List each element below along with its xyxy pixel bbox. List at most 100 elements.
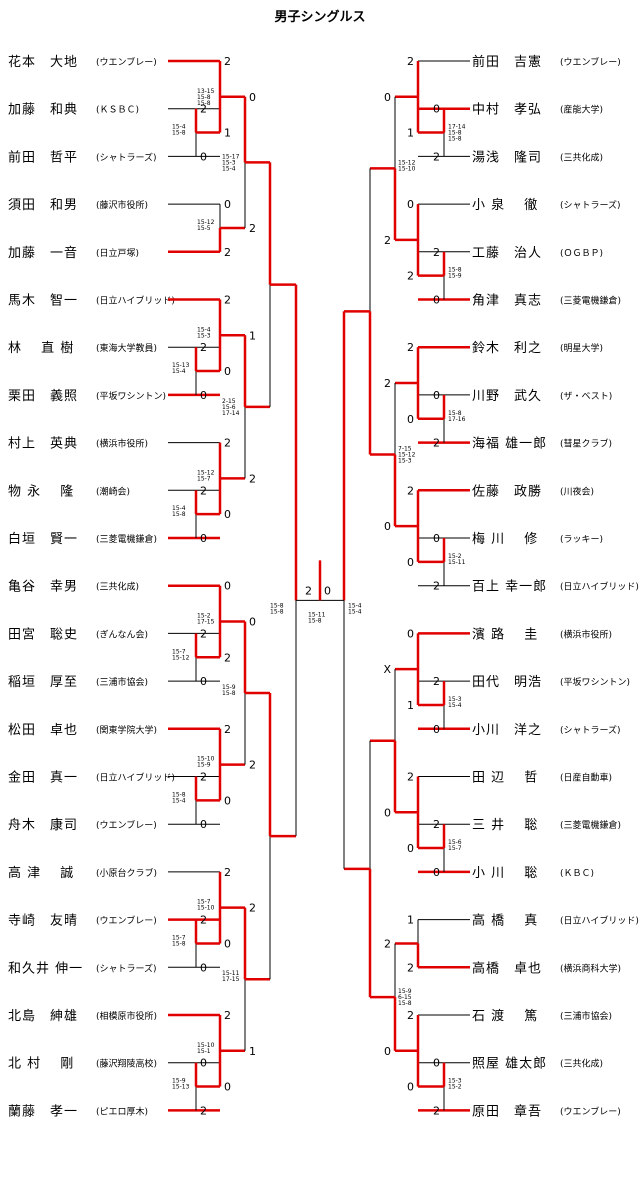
player-club: (シャトラーズ) [560, 199, 621, 211]
player-name: 田 辺 哲 [472, 771, 538, 786]
match-score: 0 [407, 1081, 414, 1094]
match-score: 0 [200, 150, 207, 163]
player-name: 川野 武久 [472, 389, 542, 404]
game-score: 15-7 [172, 648, 186, 655]
player-club: (ウエンブレー) [96, 915, 157, 927]
player-name: 小川 洋之 [472, 723, 542, 738]
player-name: 金田 真一 [8, 770, 78, 786]
player-name: 松田 卓也 [8, 723, 78, 738]
player-name: 和久井 伸一 [8, 961, 83, 976]
player-club: (ラッキー) [560, 534, 603, 545]
match-score: 2 [407, 341, 414, 354]
match-score: 2 [384, 234, 391, 247]
match-score: 0 [224, 794, 231, 807]
player-name: 亀谷 幸男 [8, 580, 78, 595]
player-club: (三浦市協会) [96, 676, 148, 688]
match-score: 2 [407, 55, 414, 68]
player-name: 物 永 隆 [8, 484, 74, 499]
game-score: 13-15 [197, 88, 215, 95]
player-name: 北島 紳雄 [8, 1009, 78, 1024]
game-score: 15-3 [222, 159, 236, 166]
match-score: 0 [433, 389, 440, 402]
player-name: 前田 哲平 [8, 149, 78, 165]
game-score: 15-10 [197, 1042, 215, 1049]
match-score: 1 [407, 127, 414, 140]
game-score: 15-6 [448, 839, 462, 846]
player-club: (シャトラーズ) [96, 151, 157, 163]
player-club: (シャトラーズ) [96, 962, 157, 974]
game-score: 6-15 [398, 994, 412, 1001]
player-club: (ウエンブレー) [560, 56, 621, 68]
player-club: (日立ハイブリッド) [96, 772, 175, 784]
match-score: 2 [249, 472, 256, 485]
match-score: 0 [433, 103, 440, 116]
player-club: (平坂ワシントン) [96, 391, 166, 402]
match-score: 1 [407, 699, 414, 712]
player-club: (関東学院大学) [96, 724, 157, 736]
game-score: 15-1 [197, 1048, 211, 1055]
game-score: 15-8 [172, 511, 186, 518]
player-name: 田代 明浩 [472, 675, 542, 690]
player-name: 前田 吉憲 [472, 54, 542, 70]
player-club: (日産自動車) [560, 772, 612, 784]
match-score: 0 [433, 1057, 440, 1070]
match-score: 0 [200, 1057, 207, 1070]
game-score: 15-9 [172, 1078, 186, 1085]
match-score: 0 [200, 675, 207, 688]
game-score: 15-3 [448, 696, 462, 703]
player-club: (シャトラーズ) [560, 724, 621, 736]
player-club: (三菱電機鎌倉) [560, 295, 621, 307]
game-score: 15-11 [308, 611, 326, 618]
final-score: 0 [324, 584, 331, 597]
player-club: (藤沢市役所) [96, 199, 148, 211]
player-name: 照屋 雄太郎 [472, 1057, 547, 1072]
game-score: 15-8 [197, 94, 211, 101]
game-score: 15-13 [172, 362, 190, 369]
player-name: 高 津 誠 [8, 865, 74, 881]
player-club: (相模原市役所) [96, 1010, 157, 1022]
game-score: 15-4 [172, 368, 186, 375]
game-score: 15-3 [448, 1078, 462, 1085]
player-name: 林 直 樹 [8, 341, 74, 356]
match-score: 2 [249, 759, 256, 772]
match-score: 0 [433, 866, 440, 879]
game-score: 15-8 [197, 100, 211, 107]
player-name: 海福 雄一郎 [472, 437, 547, 452]
match-score: 2 [224, 246, 231, 259]
match-score: 0 [433, 294, 440, 307]
match-score: 0 [224, 508, 231, 521]
match-score: 2 [407, 771, 414, 784]
game-score: 15-9 [197, 762, 211, 769]
game-score: 17-15 [197, 618, 215, 625]
player-name: 百上 幸一郎 [472, 580, 547, 595]
match-score: 1 [249, 329, 256, 342]
match-score: 2 [224, 437, 231, 450]
game-score: 15-9 [448, 273, 462, 280]
match-score: 1 [407, 914, 414, 927]
match-score: 2 [384, 937, 391, 950]
match-score: X [383, 663, 391, 676]
player-name: 石 渡 篤 [472, 1008, 538, 1024]
match-score: 2 [200, 103, 207, 116]
match-score: 0 [407, 556, 414, 569]
match-score: 2 [224, 1009, 231, 1022]
game-score: 15-3 [197, 332, 211, 339]
player-name: 濱 路 圭 [472, 626, 538, 642]
player-club: (ピエロ厚木) [96, 1105, 148, 1117]
game-score: 15-4 [348, 602, 362, 609]
match-score: 0 [407, 198, 414, 211]
player-name: 加藤 和典 [8, 103, 78, 118]
player-club: (藤沢翔陵高校) [96, 1058, 157, 1070]
player-name: 高橋 卓也 [472, 960, 542, 976]
match-score: 2 [407, 1009, 414, 1022]
player-name: 湯浅 隆司 [472, 150, 542, 165]
game-score: 15-6 [222, 404, 236, 411]
game-score: 15-12 [172, 654, 190, 661]
player-name: 寺崎 友晴 [8, 913, 78, 929]
player-name: 小 泉 徹 [472, 197, 538, 213]
game-score: 15-8 [270, 602, 284, 609]
match-score: 2 [200, 771, 207, 784]
player-name: 加藤 一音 [8, 245, 78, 261]
player-name: 原田 章吾 [472, 1103, 542, 1119]
